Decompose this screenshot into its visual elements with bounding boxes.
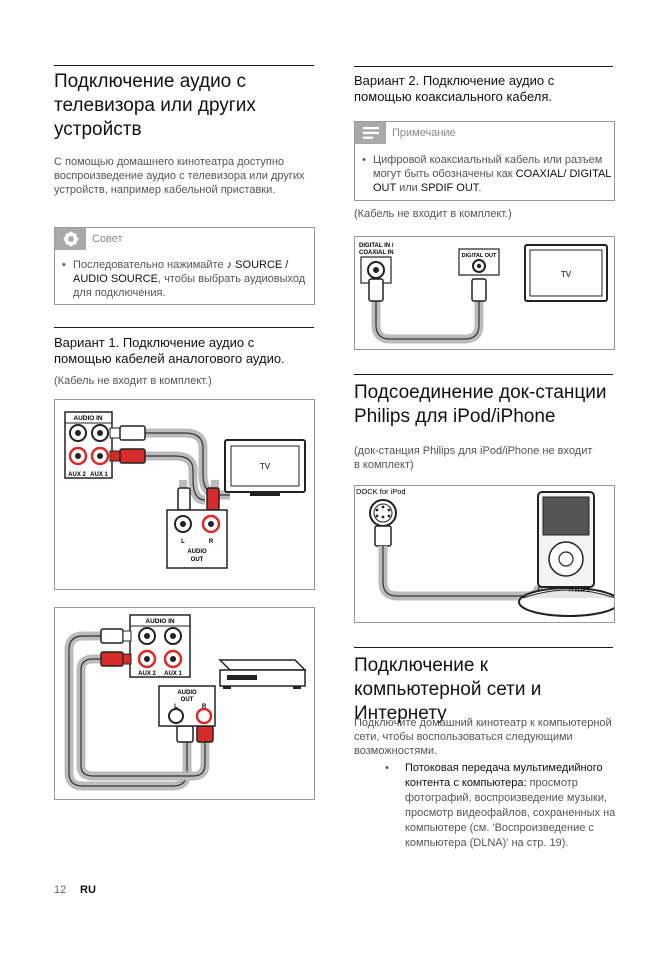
tip-icon: [55, 228, 86, 250]
dock-rule: [354, 374, 613, 375]
diagram-coaxial: DIGITAL IN / COAXIAL IN DIGITAL OUT TV: [354, 236, 615, 350]
audio-out-panel-2: AUDIO OUT L R: [158, 685, 216, 727]
note-text-a: Цифровой коаксиальный кабель или разъем …: [373, 154, 603, 180]
aux2-label: AUX 2: [68, 472, 86, 478]
section-title-network: Подключение к компьютерной сети и Интерн…: [354, 655, 542, 724]
dock-label: DOCK for iPod: [356, 487, 406, 496]
coaxial-in-label: COAXIAL IN: [359, 250, 394, 256]
din-connector: [369, 499, 397, 547]
note-box: Примечание •Цифровой коаксиальный кабель…: [354, 121, 615, 201]
aux2-label-2: AUX 2: [138, 671, 156, 677]
network-bullet-bold: Потоковая передача мультимедийного конте…: [405, 762, 603, 789]
aux1-label: AUX 1: [90, 472, 108, 478]
dock-note: (док-станция Philips для iPod/iPhone не …: [354, 445, 593, 471]
out-r-label-2: R: [202, 704, 207, 710]
audio-label: AUDIO: [187, 549, 207, 555]
audio-in-panel: AUDIO IN AUX 2 AUX 1: [64, 411, 113, 479]
note-text-c: или: [396, 182, 421, 194]
section-title-dock: Подсоединение док-станции Philips для iP…: [354, 382, 607, 427]
rca-cable-2: [64, 628, 214, 791]
page-number: 12: [54, 884, 67, 896]
digital-in-label: DIGITAL IN /: [359, 243, 394, 249]
tv-device-2: TV: [524, 244, 608, 302]
diagram-analog-tv: AUDIO IN AUX 2 AUX 1 TV: [54, 399, 315, 590]
option1-heading: Вариант 1. Подключение аудио с помощью к…: [54, 335, 285, 366]
note-label: Примечание: [392, 127, 456, 139]
audio-in-label: AUDIO IN: [73, 415, 103, 422]
network-bullet-text: просмотр фотографий, воспроизведение муз…: [405, 777, 616, 849]
tip-box: Совет •Последовательно нажимайте ♪ SOURC…: [54, 227, 315, 305]
coaxial-cable: [368, 278, 487, 344]
diagram-dock: DOCK for iPod PHILIPS: [354, 485, 620, 623]
note-icon: [355, 122, 386, 144]
note-text-d: SPDIF OUT: [420, 182, 479, 194]
philips-label: PHILIPS: [568, 588, 589, 594]
network-intro: Подключите домашний кинотеатр к компьюте…: [354, 717, 612, 757]
audio-in-panel-2: AUDIO IN AUX 2 AUX 1: [129, 614, 191, 678]
language-code: RU: [80, 884, 96, 896]
set-top-box: [218, 659, 307, 689]
audio-in-label-2: AUDIO IN: [145, 618, 175, 625]
out-l-label: L: [181, 539, 185, 545]
tip-text-b: ♪ SOURCE / AUDIO SOURCE: [73, 259, 289, 285]
option1-rule: [54, 327, 314, 328]
rca-cable: [109, 425, 230, 520]
out-label: OUT: [191, 557, 204, 563]
tv-device: TV: [224, 439, 306, 496]
tip-label: Совет: [92, 233, 123, 245]
left-top-rule: [54, 65, 314, 66]
network-bullet: •Потоковая передача мультимедийного конт…: [385, 762, 616, 849]
digital-out-panel: DIGITAL OUT: [458, 248, 500, 276]
tip-text-a: Последовательно нажимайте: [73, 259, 227, 271]
audio-label-2: AUDIO: [177, 690, 197, 696]
ipod-dock: PHILIPS: [518, 491, 620, 617]
tv-label-2: TV: [561, 270, 572, 279]
out-label-2: OUT: [181, 697, 194, 703]
tv-label: TV: [260, 462, 271, 471]
note-text-b: COAXIAL/ DIGITAL OUT: [373, 168, 612, 194]
diagram-analog-box: AUDIO IN AUX 2 AUX 1 AUDIO OUT L: [54, 607, 315, 800]
intro-paragraph: С помощью домашнего кинотеатра доступно …: [54, 156, 305, 196]
option2-rule: [354, 66, 613, 67]
section-title-audio: Подключение аудио с телевизора или други…: [54, 71, 256, 140]
option2-heading: Вариант 2. Подключение аудио с помощью к…: [354, 73, 555, 104]
note-text-e: .: [478, 182, 482, 194]
tip-bullet: •Последовательно нажимайте ♪ SOURCE / AU…: [62, 259, 306, 299]
tip-text-c: , чтобы выбрать аудиовыход для подключен…: [73, 273, 306, 299]
aux1-label-2: AUX 1: [164, 671, 182, 677]
digital-out-label: DIGITAL OUT: [462, 253, 497, 259]
option1-note: (Кабель не входит в комплект.): [54, 375, 212, 387]
option2-cable-note: (Кабель не входит в комплект.): [354, 208, 512, 220]
dock-cable: [378, 546, 544, 601]
audio-out-panel: L R AUDIO OUT: [166, 509, 228, 569]
note-bullet: •Цифровой коаксиальный кабель или разъем…: [362, 154, 612, 194]
network-rule: [354, 647, 613, 648]
out-l-label-2: L: [174, 704, 178, 710]
out-r-label: R: [209, 539, 214, 545]
